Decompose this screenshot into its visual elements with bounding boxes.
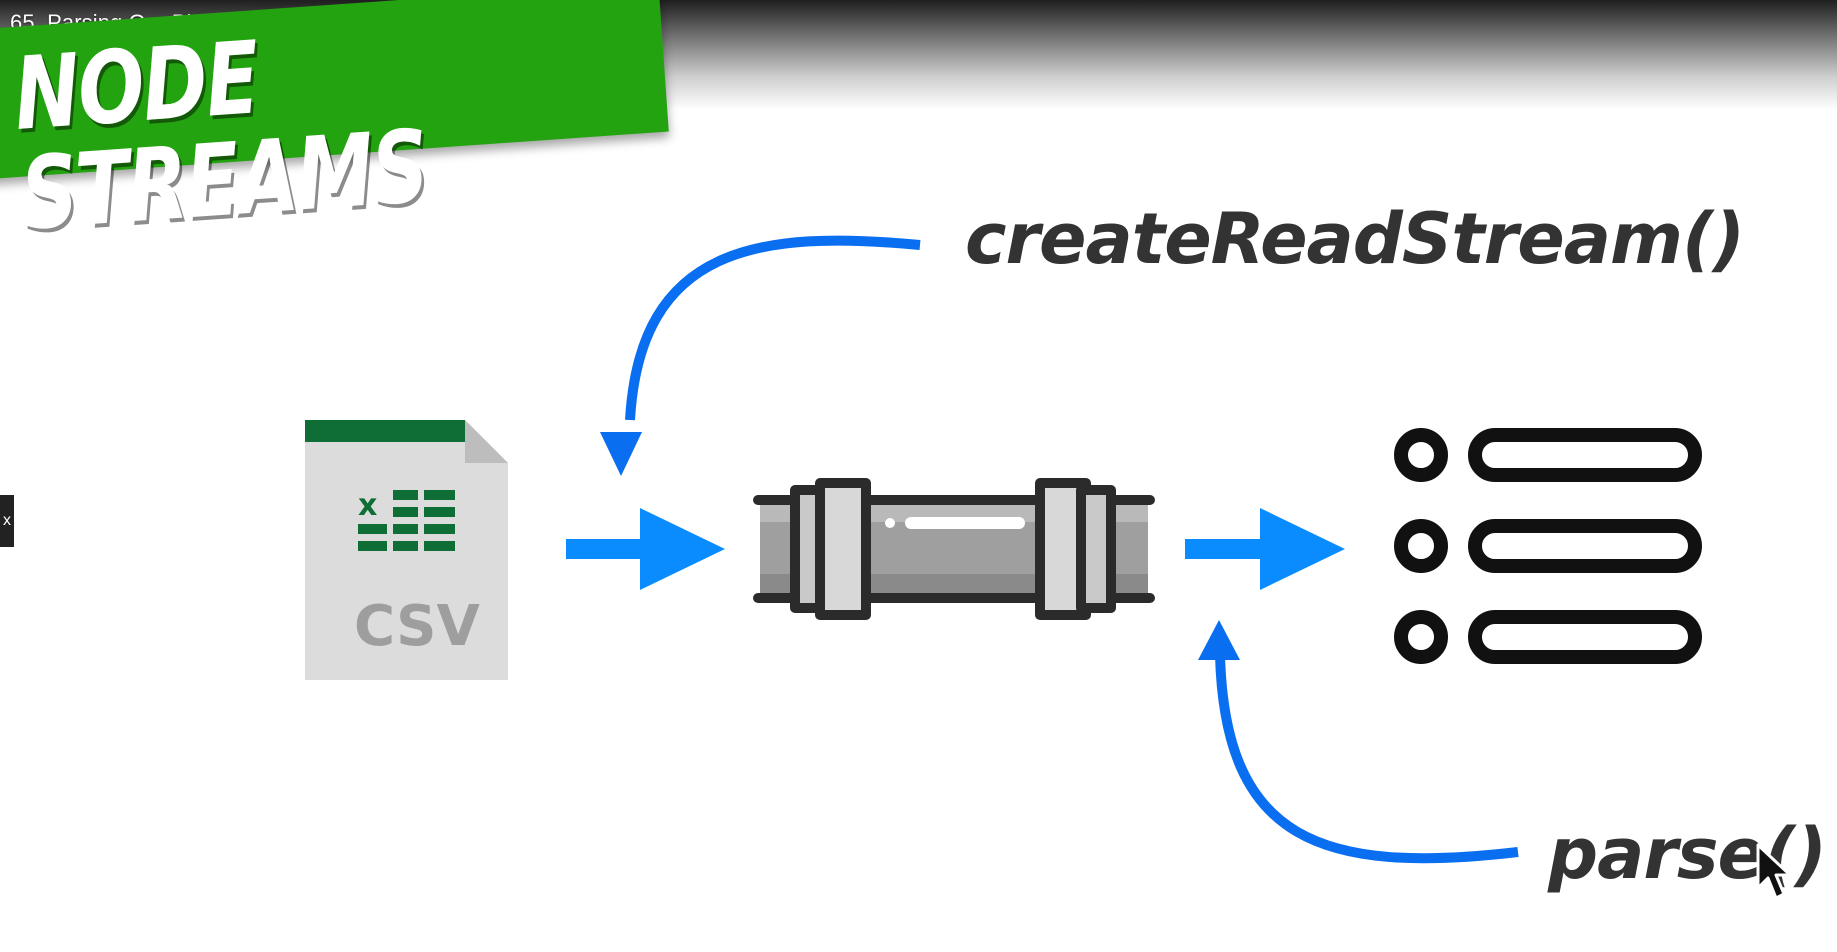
svg-text:x: x <box>358 488 377 523</box>
parse-label: parse() <box>1548 813 1827 895</box>
side-tab-label: x <box>3 512 11 529</box>
curved-arrow-down-icon <box>600 235 921 476</box>
create-read-stream-label: createReadStream() <box>965 198 1745 280</box>
csv-label: CSV <box>354 594 480 659</box>
arrow-right-icon <box>566 508 725 590</box>
arrow-right-icon <box>1185 508 1345 590</box>
csv-file-icon: x CSV <box>305 420 508 680</box>
list-icon <box>1394 428 1702 664</box>
excel-sheet-icon: x <box>358 488 455 551</box>
pipe-icon <box>753 478 1155 620</box>
curved-arrow-up-icon <box>1198 620 1519 864</box>
side-close-tab[interactable]: x <box>0 495 14 547</box>
mouse-cursor-icon <box>1756 843 1792 900</box>
